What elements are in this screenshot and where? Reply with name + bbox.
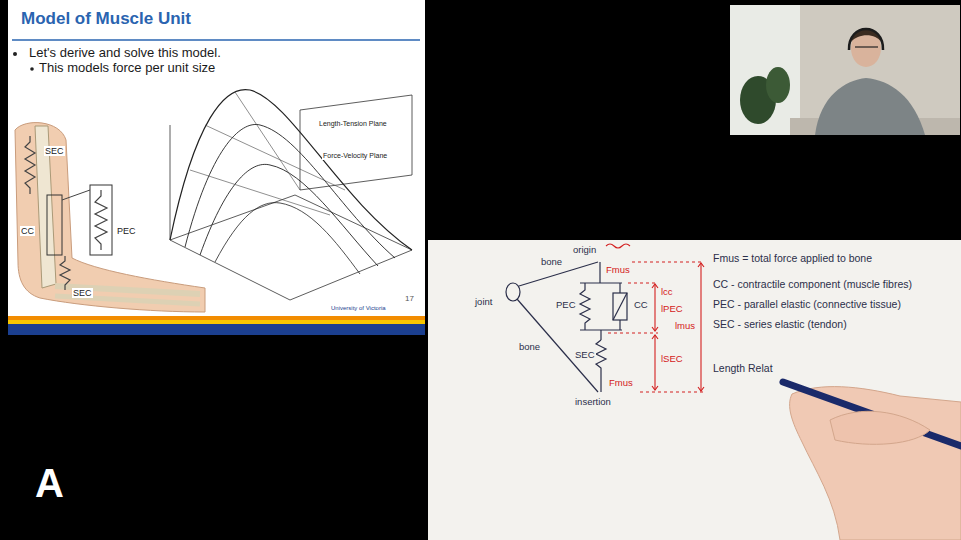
webcam-frame (730, 5, 960, 135)
sketch-label: CC (633, 300, 649, 311)
force-label: Fmus (605, 265, 631, 276)
dashed-line (632, 261, 704, 262)
force-label: Fmus (608, 378, 634, 389)
bullet-text: This models force per unit size (38, 61, 216, 76)
red-annotation (606, 244, 704, 392)
slide-band (8, 316, 425, 320)
sketch-label: joint (474, 297, 493, 308)
muscle-line (613, 293, 627, 320)
sketch-label: insertion (574, 397, 612, 408)
length-label: lPEC (660, 304, 684, 315)
window-light (730, 5, 800, 135)
muscle-line (580, 282, 622, 283)
arrow-head (652, 284, 658, 288)
plot-mesh (235, 92, 300, 190)
slide-number: 17 (404, 294, 415, 303)
contractile-box (613, 293, 627, 320)
slide-ground (8, 0, 425, 335)
slide-title: Model of Muscle Unit (20, 9, 192, 29)
note-text: CC - contractile component (muscle fibre… (712, 278, 913, 290)
joint-circle (506, 283, 520, 301)
logo-text: University of Victoria (330, 305, 387, 312)
dashed-line (608, 332, 658, 333)
muscle-line (619, 283, 620, 293)
bullet-dot (30, 67, 34, 71)
arrow-head (652, 386, 658, 390)
dimension-line (654, 335, 655, 390)
link-line (62, 190, 90, 200)
spring-symbol (580, 283, 590, 330)
note-text: SEC - series elastic (tendon) (712, 318, 848, 330)
paper-ground (428, 240, 961, 540)
headphones (849, 29, 883, 50)
spring-symbol (596, 340, 606, 392)
bullet-text: Let's derive and solve this model. (28, 46, 222, 61)
hand-sketch (506, 262, 627, 392)
person-shirt (815, 78, 925, 135)
dashed-line (628, 282, 658, 283)
note-text: Fmus = total force applied to bone (712, 252, 873, 264)
part-label: CC (20, 226, 35, 236)
spring-symbol (60, 256, 70, 290)
sketch-label: PEC (555, 300, 577, 311)
plot-label: Force-Velocity Plane (322, 152, 388, 160)
spring-symbol (25, 136, 35, 194)
dashed-line (640, 391, 704, 392)
dimension-line (654, 284, 655, 331)
plot-curve (185, 124, 395, 258)
arm-skin (15, 123, 205, 312)
plot-curve (200, 164, 378, 266)
panel-letter: A (34, 460, 65, 506)
part-label: SEC (72, 288, 93, 298)
slide-panel: Model of Muscle UnitLet's derive and sol… (8, 0, 425, 335)
part-label: PEC (116, 226, 137, 236)
length-label: lcc (660, 287, 674, 298)
sketch-label: origin (572, 245, 597, 256)
arrow-head (698, 387, 704, 391)
arrow-head (652, 335, 658, 339)
thumb (830, 411, 930, 444)
slide-band (8, 320, 425, 324)
plot-curve (215, 203, 360, 274)
sketch-label: bone (540, 257, 563, 268)
arrow-head (698, 263, 704, 267)
dimension-line (700, 263, 701, 391)
length-label: lmus (674, 321, 696, 332)
contractile-box (47, 195, 62, 255)
pen (783, 382, 961, 446)
sketch-label: bone (518, 342, 541, 353)
plot-mesh (190, 170, 330, 215)
plot-plane (300, 95, 412, 190)
note-text: Length Relat (712, 362, 774, 374)
plot-base (170, 195, 412, 300)
parallel-box (90, 185, 112, 255)
person-head (851, 29, 881, 67)
slide-band (8, 324, 425, 335)
length-label: lSEC (660, 354, 684, 365)
muscle-line (600, 330, 601, 340)
plant (766, 67, 790, 103)
sketch-label: SEC (574, 350, 596, 361)
red-squiggle (606, 244, 630, 248)
muscle-line (619, 320, 620, 330)
person-hair (851, 29, 881, 42)
part-label: SEC (44, 146, 65, 156)
muscle-line (599, 262, 600, 283)
plot-curve (170, 90, 412, 250)
plot-label: Length-Tension Plane (318, 120, 388, 128)
glasses (855, 46, 878, 47)
note-text: PEC - parallel elastic (connective tissu… (712, 298, 902, 310)
bullet-dot (13, 52, 17, 56)
spring-symbol (95, 190, 107, 250)
bone-line (517, 299, 598, 392)
plot-axis (170, 125, 171, 240)
title-rule (12, 39, 420, 41)
writing-hand (790, 387, 961, 540)
arrow-head (652, 327, 658, 331)
